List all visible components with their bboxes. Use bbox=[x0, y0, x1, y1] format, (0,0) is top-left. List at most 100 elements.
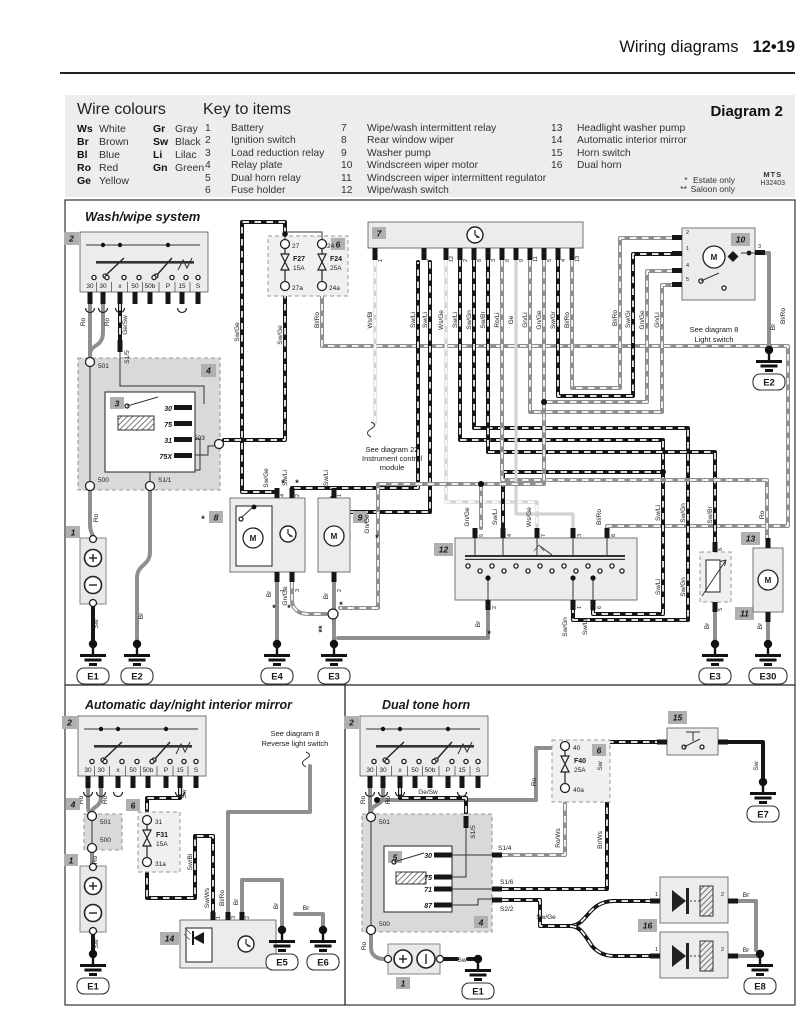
wire-label: Ro bbox=[531, 777, 538, 786]
section-title: Wash/wipe system bbox=[85, 209, 201, 224]
key-label: Fuse holder bbox=[231, 185, 286, 196]
wire-label: Br bbox=[273, 902, 280, 909]
terminal-num: 2 bbox=[721, 947, 724, 953]
badge-label: 4 bbox=[478, 918, 484, 928]
abbr: Gr bbox=[153, 123, 166, 135]
badge-7 bbox=[372, 227, 386, 239]
mirror-section: Automatic day/night interior mirror 2 Ro… bbox=[62, 698, 340, 995]
wire-sw-ge-stripe bbox=[569, 925, 650, 957]
battery-horizontal bbox=[383, 943, 445, 975]
abbr: Bl bbox=[77, 149, 88, 161]
key-num: 2 bbox=[205, 135, 211, 146]
wire-br bbox=[240, 878, 284, 930]
header-rule bbox=[60, 72, 795, 74]
wire-break bbox=[302, 751, 310, 768]
see-diagram-note: Light switch bbox=[694, 335, 733, 344]
see-diagram-note: See diagram 8 bbox=[271, 729, 320, 738]
wire-label: Bl/Ro bbox=[612, 310, 619, 326]
wire-label: Sw/Li bbox=[492, 509, 499, 525]
earth-label: E5 bbox=[276, 958, 288, 969]
terminal-num: 3 bbox=[577, 534, 583, 537]
terminal-num: 5 bbox=[718, 608, 724, 611]
terminal-num: 5 bbox=[686, 277, 689, 283]
section-title: Dual tone horn bbox=[382, 698, 471, 712]
wire-label: Bl/Ro bbox=[780, 308, 787, 324]
clock-icon bbox=[466, 226, 484, 244]
photodiode-icon bbox=[193, 932, 204, 944]
badge-label: 6 bbox=[131, 801, 136, 811]
fuse-name: F24 bbox=[330, 256, 342, 263]
wire-label: Gn/Ge bbox=[639, 310, 646, 330]
wire-colours-title: Wire colours bbox=[77, 101, 166, 118]
fuse-terminal: 31 bbox=[155, 819, 163, 826]
terminal-num: 1 bbox=[337, 494, 343, 497]
terminal-num: 5 bbox=[547, 259, 553, 262]
wire-label: Sw bbox=[457, 957, 466, 964]
connector-label: S1/1 bbox=[158, 477, 172, 484]
star-mark: * bbox=[339, 600, 343, 610]
wire-label: Ro/Ws bbox=[555, 828, 562, 848]
star-mark: * bbox=[201, 514, 205, 524]
key-title: Key to items bbox=[203, 101, 292, 118]
wire-label: Ro bbox=[92, 855, 99, 864]
wire-label: Sw/Bl bbox=[187, 853, 194, 870]
badge-2 bbox=[62, 716, 77, 729]
fuse-rating: 25A bbox=[574, 767, 586, 774]
estate-note: *Estate only bbox=[679, 175, 735, 185]
earth-label: E3 bbox=[709, 672, 721, 683]
wire-ws-ge-stripe bbox=[445, 260, 538, 528]
colour: Green bbox=[175, 162, 205, 174]
badge-10 bbox=[731, 233, 750, 246]
wire-sw-li-stripe bbox=[331, 262, 431, 513]
connector-label: S1/6 bbox=[500, 879, 514, 886]
ignition-switch bbox=[80, 232, 208, 313]
badge-label: 11 bbox=[740, 609, 749, 619]
key-num: 3 bbox=[205, 148, 211, 159]
wire-label: Sw/Gr bbox=[550, 310, 557, 329]
terminal-num: 8 bbox=[505, 259, 511, 262]
star-mark: ** bbox=[680, 184, 687, 194]
badge-label: 1 bbox=[401, 979, 406, 989]
relay-terminal: 75 bbox=[424, 875, 432, 882]
junction-dot bbox=[374, 797, 380, 803]
colour: Yellow bbox=[99, 175, 129, 187]
wire-label: Bl/Ro bbox=[564, 312, 571, 328]
connector-s1-1 bbox=[144, 480, 156, 492]
terminal-num: 4 bbox=[507, 534, 513, 537]
terminal-num: 7 bbox=[541, 534, 547, 537]
colour: Gray bbox=[175, 123, 198, 135]
connector-label: 503 bbox=[194, 435, 205, 442]
ground-e1: E1 bbox=[76, 948, 110, 995]
relay-coil bbox=[395, 871, 427, 885]
badge-4 bbox=[201, 364, 216, 377]
wire-gn-ge bbox=[290, 580, 328, 616]
connector-label: 500 bbox=[379, 921, 390, 928]
washwipe-section: Wash/wipe system bbox=[64, 209, 790, 685]
key-label: Ignition switch bbox=[231, 135, 296, 146]
switch-contacts bbox=[465, 563, 625, 574]
key-label: Automatic interior mirror bbox=[577, 135, 687, 146]
earth-label: E6 bbox=[317, 958, 329, 969]
fuse-name: F27 bbox=[293, 256, 305, 263]
see-diagram-note: Reverse light switch bbox=[262, 739, 329, 748]
wire-label: Bl/Ro bbox=[219, 890, 226, 906]
terminal-num: 13 bbox=[575, 256, 581, 262]
wire-label: Ro bbox=[759, 510, 766, 519]
ground-e6: E6 bbox=[306, 924, 340, 971]
see-diagram-note: See diagram 22 bbox=[366, 445, 419, 454]
wire-sw-li-stripe bbox=[459, 260, 664, 615]
wire-br bbox=[336, 608, 490, 640]
badge-12 bbox=[434, 543, 453, 556]
wire-label: Gn/Ge bbox=[364, 514, 371, 534]
wire-label: Sw/Li bbox=[582, 619, 589, 635]
